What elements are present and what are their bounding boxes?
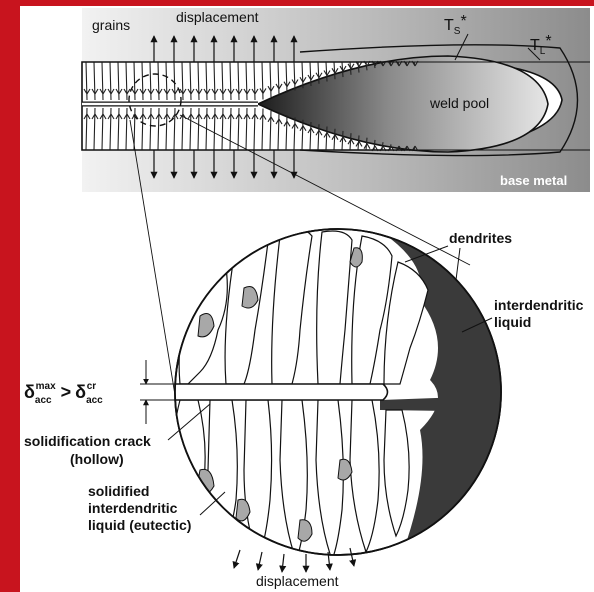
eutectic-patch: [298, 520, 312, 541]
label-base-metal: base metal: [500, 173, 567, 188]
dendrite-lower: [208, 400, 237, 548]
detail-magnified-view: [150, 225, 520, 572]
dendrite-lower: [174, 400, 206, 530]
label-hollow: (hollow): [70, 451, 124, 467]
label-delta-inequality: δaccmax>δacccr: [24, 381, 103, 406]
crack-hollow: [150, 384, 388, 400]
label-weld-pool: weld pool: [429, 95, 489, 111]
label-eutectic-1: solidified: [88, 483, 149, 499]
label-solidification-crack: solidification crack: [24, 433, 151, 449]
weld-top-view: grains displacement TS* TL* weld pool ba…: [82, 8, 590, 192]
label-interdendritic-liquid-1: interdendritic: [494, 297, 584, 313]
label-eutectic-3: liquid (eutectic): [88, 517, 191, 533]
label-interdendritic-liquid-2: liquid: [494, 314, 531, 330]
label-dendrites: dendrites: [449, 230, 512, 246]
label-grains: grains: [92, 17, 130, 33]
label-displacement-bottom: displacement: [256, 573, 339, 589]
label-displacement-top: displacement: [176, 9, 259, 25]
label-eutectic-2: interdendritic: [88, 500, 178, 516]
crack-opening-dimension: [140, 360, 175, 424]
displacement-arrow-bottom: [234, 550, 240, 568]
displacement-arrow-bottom: [258, 552, 262, 570]
displacement-arrow-bottom: [282, 554, 284, 572]
